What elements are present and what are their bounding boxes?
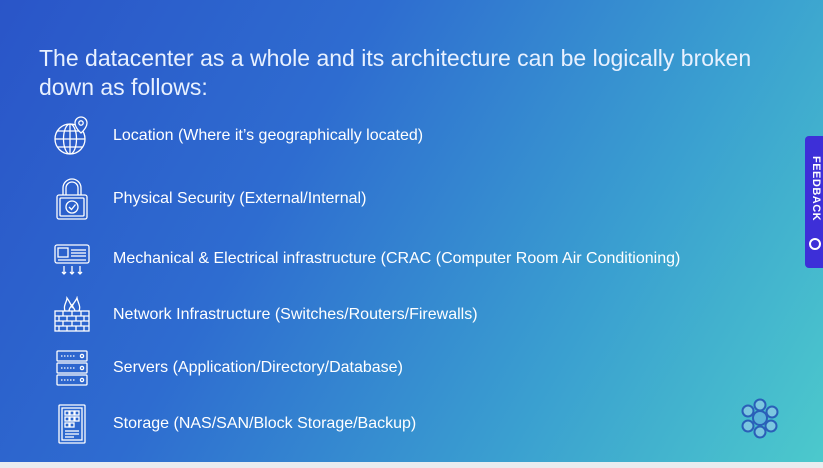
storage-unit-icon [52, 402, 92, 446]
feedback-tab[interactable]: FEEDBACK [805, 136, 823, 268]
padlock-icon [52, 177, 92, 221]
list-item-label: Physical Security (External/Internal) [113, 190, 367, 207]
bottom-strip [0, 462, 823, 468]
list-item-label: Servers (Application/Directory/Database) [113, 359, 403, 376]
feedback-label: FEEDBACK [810, 156, 822, 222]
firewall-icon [52, 293, 92, 337]
globe-location-icon [52, 114, 92, 158]
list-item-label: Network Infrastructure (Switches/Routers… [113, 306, 478, 323]
list-item-storage: Storage (NAS/SAN/Block Storage/Backup) [52, 402, 416, 446]
list-item-location: Location (Where it’s geographically loca… [52, 114, 423, 158]
air-conditioner-icon [52, 237, 92, 281]
slide-title: The datacenter as a whole and its archit… [39, 45, 752, 100]
brand-logo-icon [738, 396, 782, 440]
list-item-label: Storage (NAS/SAN/Block Storage/Backup) [113, 415, 417, 432]
server-rack-icon [52, 346, 92, 390]
list-item-label: Location (Where it’s geographically loca… [113, 127, 424, 144]
list-item-servers: Servers (Application/Directory/Database) [52, 346, 403, 390]
list-item-network-infrastructure: Network Infrastructure (Switches/Routers… [52, 293, 478, 337]
feedback-icon [809, 238, 821, 250]
list-item-mechanical-electrical: Mechanical & Electrical infrastructure (… [52, 237, 680, 281]
list-item-physical-security: Physical Security (External/Internal) [52, 177, 366, 221]
list-item-label: Mechanical & Electrical infrastructure (… [113, 250, 681, 267]
